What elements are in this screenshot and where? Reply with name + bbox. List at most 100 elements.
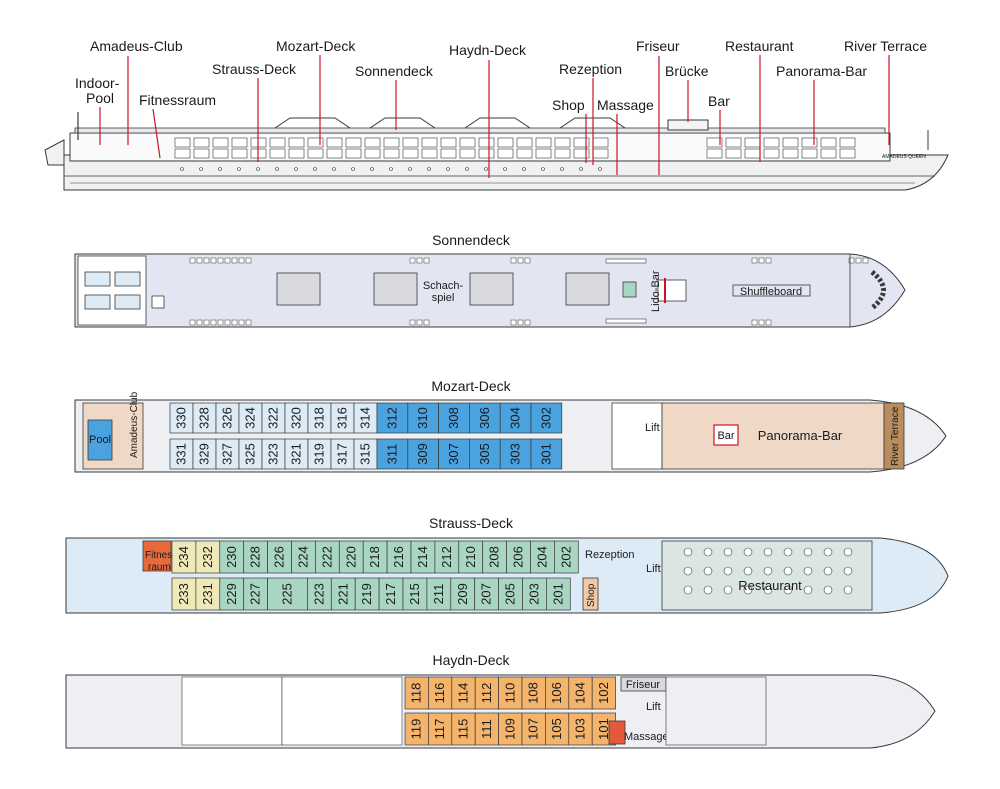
side-window	[402, 137, 419, 148]
side-window	[820, 148, 837, 159]
side-window	[269, 137, 286, 148]
mozart-lobby	[611, 402, 663, 470]
side-window	[231, 137, 248, 148]
mozart-panorama-label: Panorama-Bar	[758, 428, 843, 443]
label-panorama-bar: Panorama-Bar	[776, 63, 867, 79]
side-porthole	[237, 167, 241, 171]
cabin	[499, 402, 532, 434]
haydn-massage-label: Massage	[624, 731, 669, 743]
restaurant-table	[723, 547, 733, 557]
cabin-number: 216	[391, 546, 406, 568]
cabin-number: 306	[477, 407, 492, 429]
label-sonnendeck: Sonnendeck	[355, 63, 434, 79]
restaurant-table	[723, 585, 733, 595]
cabin-number: 201	[550, 583, 565, 605]
cabin-number: 204	[534, 546, 549, 568]
lounger	[751, 319, 758, 326]
side-porthole	[541, 167, 545, 171]
label-bruecke: Brücke	[665, 63, 709, 79]
lido-bar-label: Lido-Bar	[650, 270, 662, 312]
lounger	[751, 257, 758, 264]
mozart-bar-counter	[713, 424, 739, 446]
label-haydn-deck: Haydn-Deck	[449, 42, 527, 58]
restaurant-table	[763, 566, 773, 576]
side-window	[573, 148, 590, 159]
cabin-number: 209	[455, 583, 470, 605]
lounger	[416, 319, 423, 326]
side-window	[459, 137, 476, 148]
cabin-number: 301	[538, 443, 553, 465]
lounger	[210, 319, 217, 326]
side-porthole	[560, 167, 564, 171]
lounger	[758, 319, 765, 326]
cabin-number: 208	[487, 546, 502, 568]
cabin-number: 117	[432, 719, 447, 740]
side-window	[801, 148, 818, 159]
haydn-engine-2	[281, 676, 403, 746]
side-window	[801, 137, 818, 148]
restaurant-table	[683, 566, 693, 576]
lounger	[189, 319, 196, 326]
lounger	[855, 257, 862, 264]
side-porthole	[370, 167, 374, 171]
cabin-number: 115	[456, 719, 471, 740]
cabin-number: 212	[439, 546, 454, 568]
restaurant-tables	[683, 547, 853, 595]
side-window	[193, 137, 210, 148]
restaurant-table	[823, 547, 833, 557]
lounger	[189, 257, 196, 264]
cabin	[469, 438, 501, 470]
side-window	[516, 148, 533, 159]
label-indoor-pool-2: Pool	[86, 90, 114, 106]
mozart-panorama-room	[661, 402, 885, 470]
cabin-number: 304	[508, 407, 523, 429]
cabin-number: 302	[538, 407, 553, 429]
cabin	[438, 438, 470, 470]
label-fitnessraum: Fitnessraum	[139, 92, 216, 108]
strauss-shop	[582, 577, 599, 611]
cabin-number: 110	[502, 683, 517, 704]
side-window	[269, 148, 286, 159]
strauss-rezeption-label: Rezeption	[585, 549, 635, 561]
sonnendeck-pool-c	[114, 271, 141, 287]
cabin	[554, 540, 579, 574]
cabin-number: 107	[526, 718, 541, 740]
label-rezeption: Rezeption	[559, 61, 622, 77]
lounger	[245, 319, 252, 326]
cabin-number: 112	[479, 683, 494, 704]
lounger	[524, 319, 531, 326]
cabin	[267, 577, 308, 611]
side-window	[212, 137, 229, 148]
lounger	[217, 319, 224, 326]
side-porthole	[579, 167, 583, 171]
side-window	[706, 137, 723, 148]
lounger	[238, 257, 245, 264]
lounger	[203, 257, 210, 264]
restaurant-table	[783, 547, 793, 557]
lounger	[231, 257, 238, 264]
cabin-number: 318	[312, 407, 327, 429]
cabin-number: 324	[243, 407, 258, 429]
side-window	[535, 137, 552, 148]
cabin-number: 226	[272, 546, 287, 568]
sonnendeck-plan: Sonnendeck Schach- spiel Lido-Bar Shuffl…	[74, 232, 906, 328]
side-window	[839, 148, 856, 159]
side-window	[516, 137, 533, 148]
side-porthole	[598, 167, 602, 171]
side-window	[592, 148, 609, 159]
sonnendeck-title: Sonnendeck	[432, 232, 511, 248]
side-window	[706, 148, 723, 159]
side-window	[364, 137, 381, 148]
lounger	[196, 257, 203, 264]
cabin-number: 220	[343, 546, 358, 568]
side-window	[554, 148, 571, 159]
lounger	[758, 257, 765, 264]
restaurant-table	[703, 566, 713, 576]
cabin-number: 317	[335, 443, 350, 465]
side-window	[383, 148, 400, 159]
lounger	[245, 257, 252, 264]
side-window	[478, 137, 495, 148]
cabin-number: 101	[596, 718, 611, 740]
haydn-massage	[608, 720, 626, 745]
